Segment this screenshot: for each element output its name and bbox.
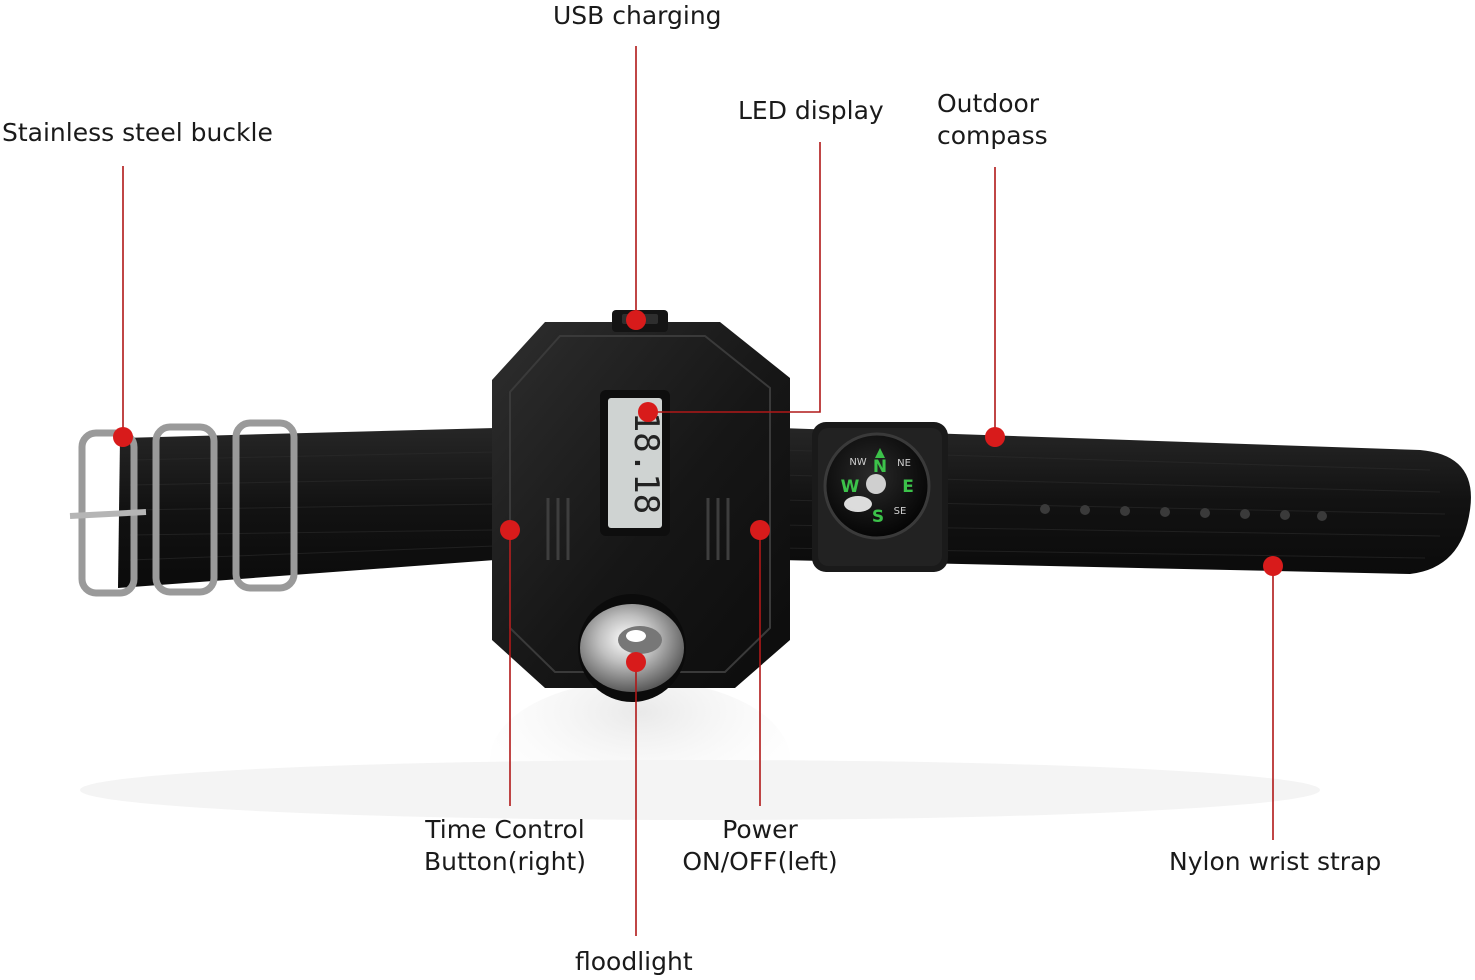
label-nylon-wrist-strap: Nylon wrist strap (1169, 847, 1382, 876)
dot-strap (1263, 556, 1283, 576)
compass-w: W (841, 477, 860, 497)
label-stainless-steel-buckle: Stainless steel buckle (2, 118, 273, 147)
compass-s: S (872, 507, 884, 527)
compass-n: N (873, 457, 887, 477)
label-time-control-button: Time Control Button(right) (424, 815, 586, 876)
label-floodlight: floodlight (575, 947, 693, 976)
dot-time-control (500, 520, 520, 540)
strap-holes (1040, 504, 1327, 521)
compass-nw: NW (849, 457, 866, 468)
steel-buckle (69, 419, 298, 597)
leader-lines (122, 46, 1274, 936)
dot-usb (626, 310, 646, 330)
left-strap (118, 428, 495, 588)
dot-compass (985, 427, 1005, 447)
compass: N S E W NW NE SE (812, 422, 948, 572)
compass-e: E (902, 477, 914, 497)
table-reflection (80, 760, 1320, 820)
watch-body: 18.18 (492, 310, 790, 702)
lcd-screen (608, 398, 662, 528)
label-usb-charging: USB charging (553, 1, 722, 30)
compass-ne: NE (897, 458, 911, 469)
dot-power (750, 520, 770, 540)
label-power-on-off: Power ON/OFF(left) (682, 815, 838, 876)
dot-led (638, 402, 658, 422)
label-outdoor-compass: Outdoor compass (937, 89, 1048, 150)
dot-buckle (113, 427, 133, 447)
callout-dots (113, 310, 1283, 672)
lcd-time-readout: 18.18 (626, 412, 666, 514)
label-led-display: LED display (738, 96, 884, 125)
compass-se: SE (894, 506, 907, 517)
right-strap (780, 428, 1471, 574)
dot-floodlight (626, 652, 646, 672)
